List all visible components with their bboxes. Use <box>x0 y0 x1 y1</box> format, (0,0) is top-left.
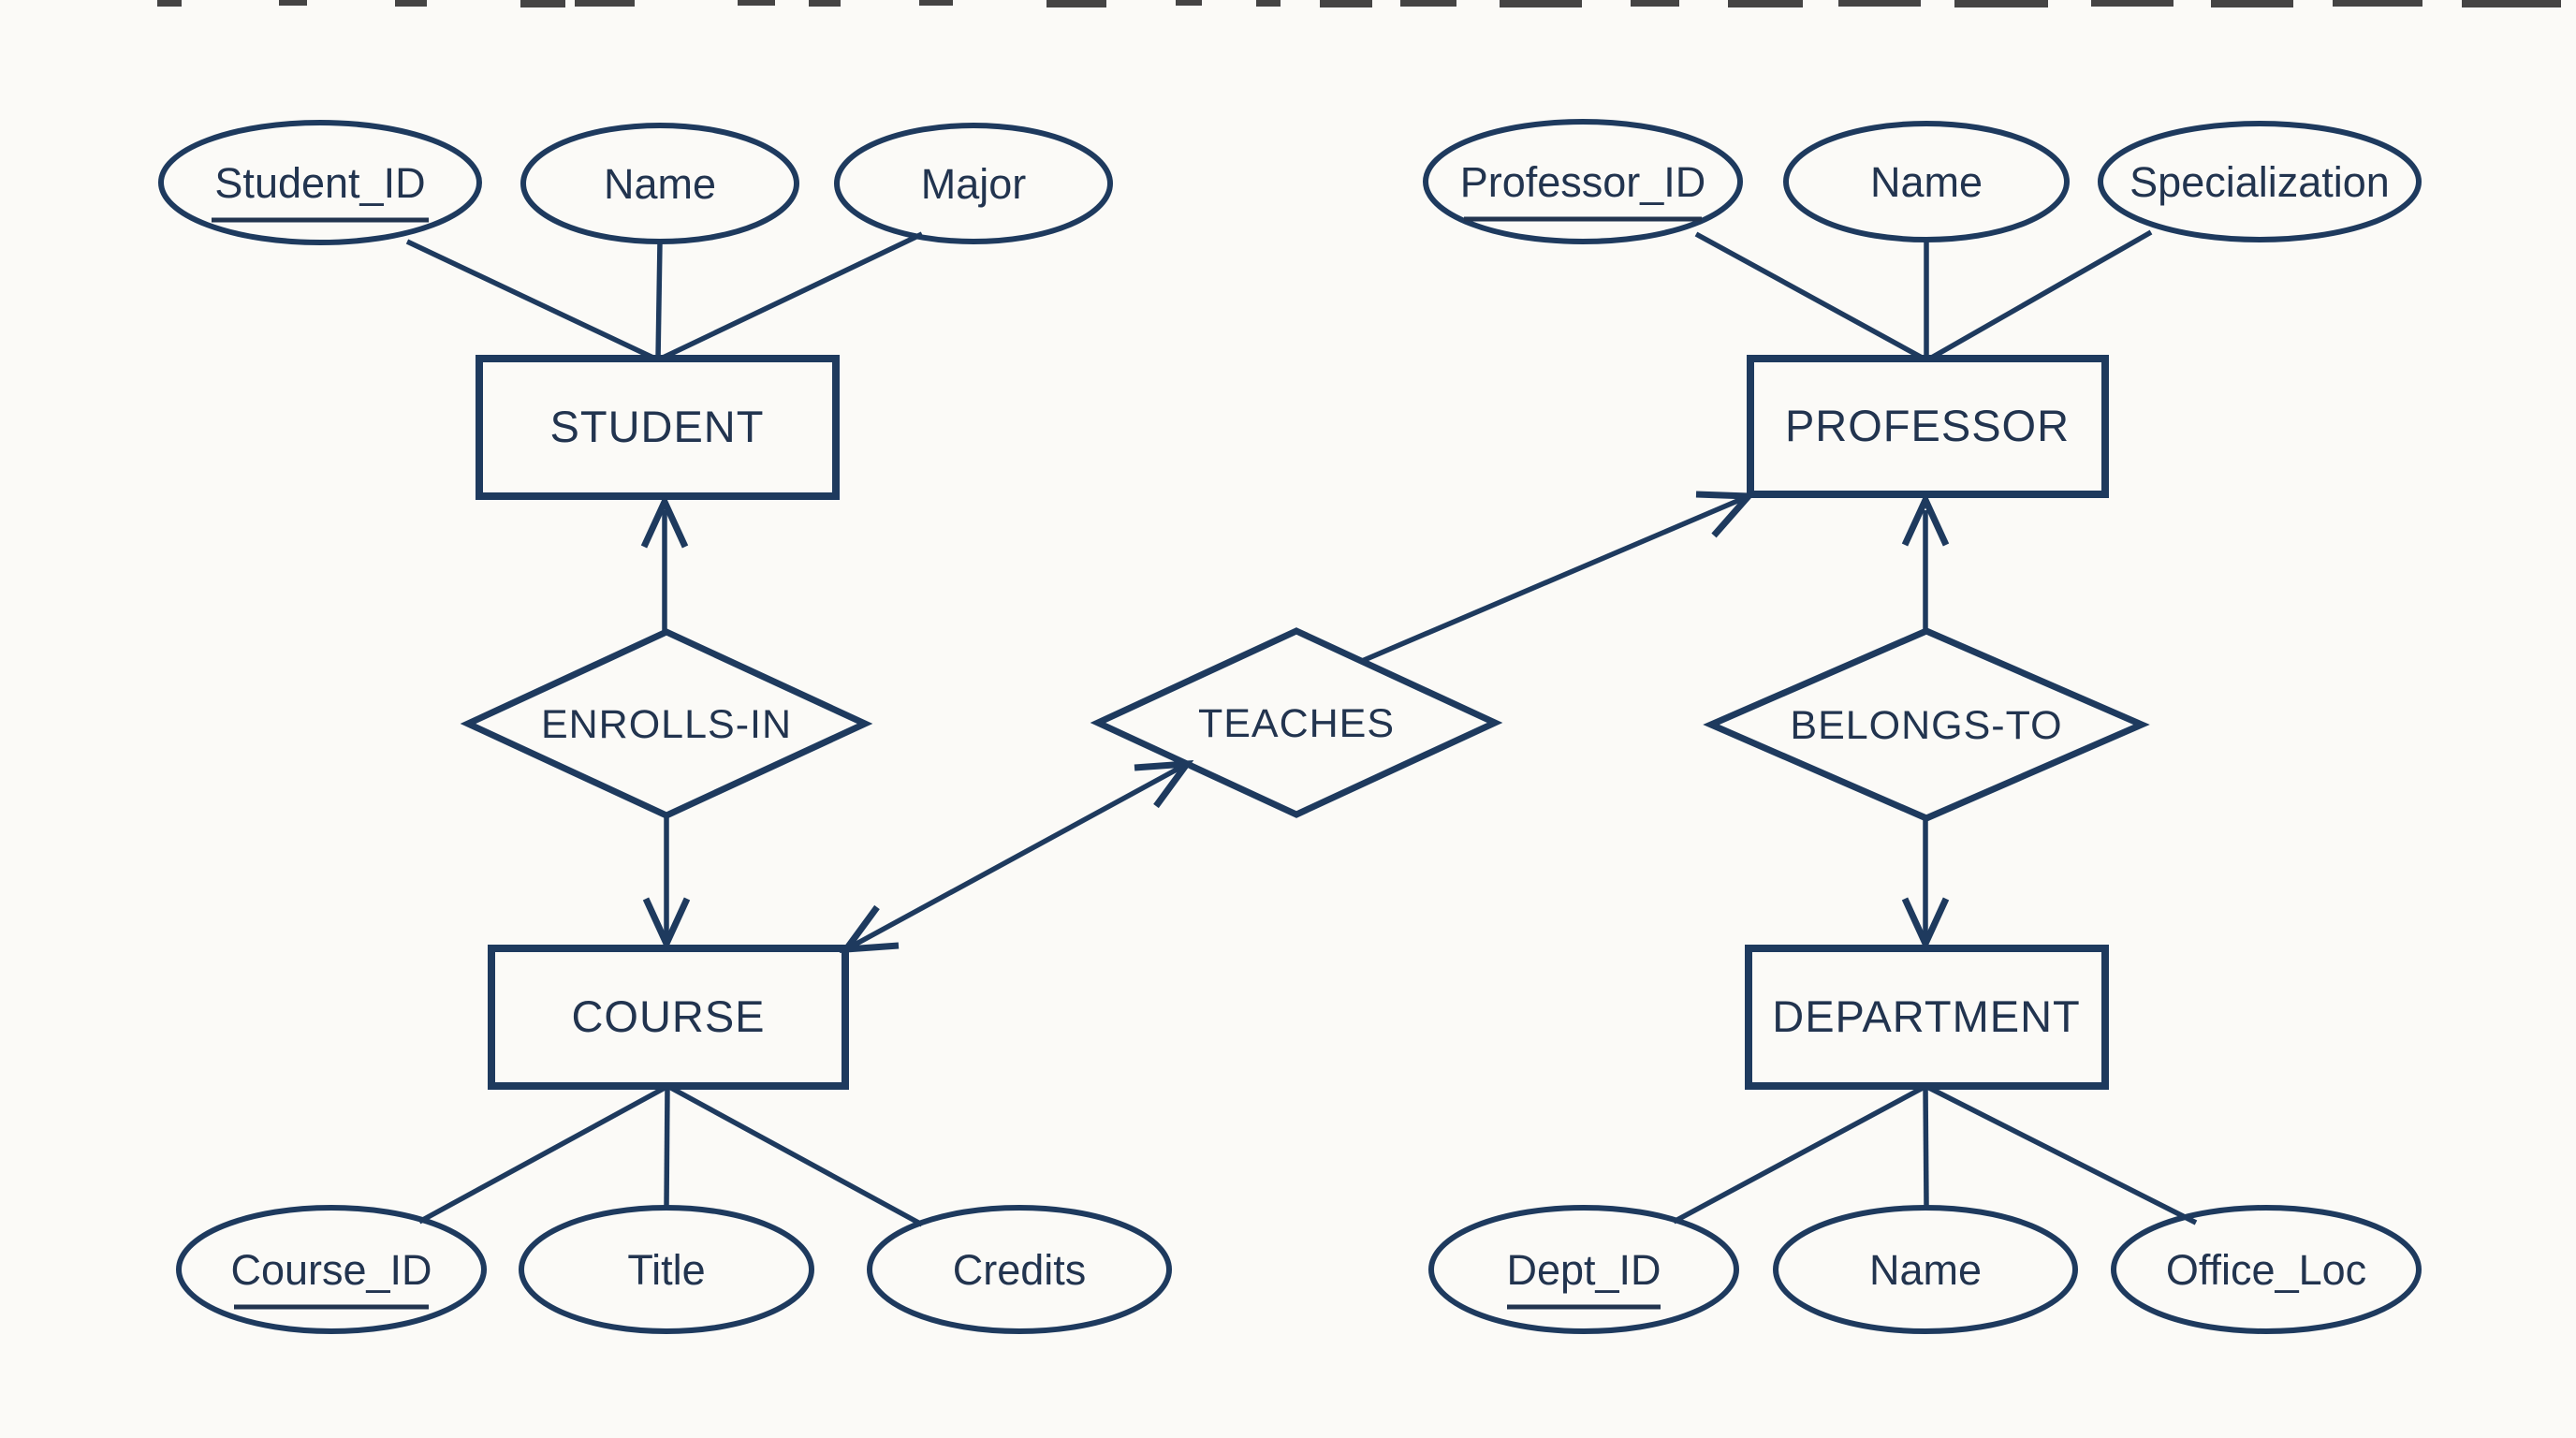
connector-major-student <box>657 231 924 362</box>
attribute-specialization-ellipse <box>2098 121 2422 242</box>
connector-course-title <box>664 1086 670 1207</box>
connector-professor-id-professor <box>1694 231 1927 362</box>
attribute-major-ellipse <box>834 123 1113 244</box>
attribute-connectors <box>405 229 2198 1227</box>
connector-teaches-professor <box>1360 493 1750 664</box>
attribute-student-name-label: Name <box>604 160 716 208</box>
attribute-office-loc-label: Office_Loc <box>2166 1246 2366 1294</box>
relationships: ENROLLS-IN TEACHES BELONGS-TO <box>460 627 2150 822</box>
attribute-credits-ellipse <box>867 1205 1172 1334</box>
attribute-title-label: Title <box>627 1246 705 1294</box>
connector-teaches-course <box>844 761 1189 952</box>
entities: STUDENT COURSE PROFESSOR DEPARTMENT <box>476 355 2109 1090</box>
attribute-office-loc-ellipse <box>2111 1205 2422 1334</box>
attributes: Student_ID Name Major Professor_ID Name … <box>158 119 2422 1334</box>
attribute-department-name-label: Name <box>1869 1246 1982 1294</box>
attribute-student-id-label: Student_ID <box>214 159 425 207</box>
attribute-professor-name-ellipse <box>1783 121 2070 242</box>
entity-student-box <box>476 355 840 500</box>
arrowhead-to-department-top <box>1901 897 1950 952</box>
attribute-title-ellipse <box>519 1205 814 1334</box>
connector-department-name <box>1923 1086 1929 1207</box>
attribute-professor-name-label: Name <box>1870 158 1983 206</box>
top-edge-scan-noise <box>157 0 2561 7</box>
arrowhead-to-professor-bottom <box>1901 492 1950 547</box>
attribute-student-name-ellipse <box>520 123 799 244</box>
attribute-professor-id-label: Professor_ID <box>1460 158 1706 206</box>
attribute-dept-id-label: Dept_ID <box>1506 1246 1661 1294</box>
attribute-dept-id-ellipse <box>1428 1205 1739 1334</box>
relationship-connectors <box>640 491 1950 954</box>
connector-course-credits <box>667 1084 924 1227</box>
attribute-course-id-ellipse <box>176 1205 487 1334</box>
attribute-major-label: Major <box>921 160 1027 208</box>
entity-professor-box <box>1747 355 2109 498</box>
relationship-enrolls-in-diamond <box>460 628 873 819</box>
attribute-professor-id-ellipse <box>1423 119 1743 244</box>
entity-course-box <box>488 945 849 1090</box>
attribute-student-id-ellipse <box>158 120 482 245</box>
arrowhead-to-student <box>640 493 689 549</box>
entity-student-label: STUDENT <box>550 402 765 451</box>
connector-student-id-student <box>405 239 659 362</box>
connector-department-dept-id <box>1672 1084 1926 1225</box>
relationship-teaches-diamond <box>1090 627 1503 818</box>
entity-department-box <box>1745 945 2109 1090</box>
relationship-belongs-to-diamond <box>1703 627 2150 822</box>
connector-specialization-professor <box>1926 229 2153 362</box>
attribute-credits-label: Credits <box>953 1246 1087 1294</box>
attribute-department-name-ellipse <box>1773 1205 2078 1334</box>
connector-course-course-id <box>417 1084 668 1225</box>
connector-name-student <box>655 241 663 360</box>
entity-department-label: DEPARTMENT <box>1772 991 2080 1041</box>
entity-professor-label: PROFESSOR <box>1785 401 2070 450</box>
entity-course-label: COURSE <box>571 991 765 1041</box>
attribute-course-id-label: Course_ID <box>230 1246 432 1294</box>
connector-department-office-loc <box>1925 1084 2198 1225</box>
attribute-specialization-label: Specialization <box>2130 158 2390 206</box>
relationship-enrolls-in-label: ENROLLS-IN <box>541 702 792 747</box>
relationship-teaches-label: TEACHES <box>1198 701 1395 746</box>
relationship-belongs-to-label: BELONGS-TO <box>1790 703 2062 748</box>
arrowhead-to-course-top <box>642 897 691 952</box>
